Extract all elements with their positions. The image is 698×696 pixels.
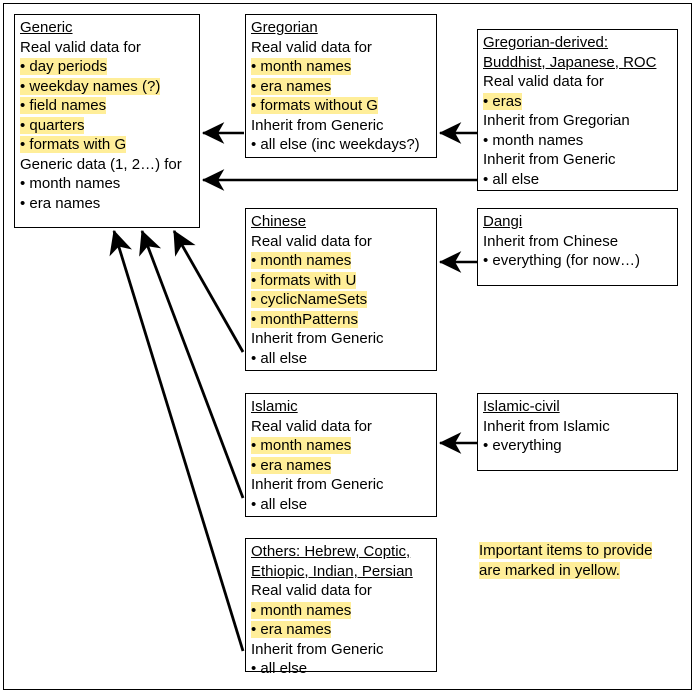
- box-generic-line-5: • formats with G: [20, 136, 127, 153]
- box-islamic-line-2: • era names: [251, 456, 332, 474]
- box-generic-line-4: • quarters: [20, 116, 85, 134]
- box-dangi-line-1: • everything (for now…): [483, 252, 640, 269]
- box-generic-line-3: • field names: [20, 97, 107, 114]
- legend-note-line-2: are marked in yellow.: [479, 561, 620, 579]
- box-others-heading: Others: Hebrew, Coptic,: [251, 543, 411, 560]
- box-gregorian-heading: Gregorian: [251, 19, 318, 36]
- box-others-line-2: • era names: [251, 621, 332, 638]
- box-gregorian-derived-line-0: Real valid data for: [483, 73, 604, 90]
- box-chinese-line-0: Real valid data for: [251, 232, 372, 250]
- box-chinese-heading: Chinese: [251, 213, 307, 230]
- box-gregorian-line-3: • formats without G: [251, 97, 378, 114]
- box-chinese-line-3: • cyclicNameSets: [251, 291, 368, 308]
- box-dangi-heading: Dangi: [483, 213, 523, 230]
- box-gregorian-derived[interactable]: Gregorian-derived: Buddhist, Japanese, R…: [477, 29, 678, 191]
- box-islamic-line-0: Real valid data for: [251, 417, 372, 435]
- box-generic-line-8: • era names: [20, 194, 101, 212]
- box-others-line-3: Inherit from Generic: [251, 640, 384, 658]
- box-islamic-line-4: • all else: [251, 495, 308, 513]
- box-gregorian-derived-line-1: • eras: [483, 92, 522, 110]
- box-chinese[interactable]: Chinese Real valid data for • month name…: [245, 208, 437, 371]
- box-gregorian[interactable]: Gregorian Real valid data for • month na…: [245, 14, 437, 158]
- box-gregorian-line-0: Real valid data for: [251, 38, 372, 56]
- box-islamic-line-1: • month names: [251, 437, 352, 454]
- box-islamic-civil-line-1: • everything: [483, 437, 562, 454]
- box-gregorian-line-2: • era names: [251, 77, 332, 95]
- box-others-line-4: • all else: [251, 660, 308, 677]
- box-islamic-civil-heading: Islamic-civil: [483, 398, 560, 415]
- legend-note-line-1: Important items to provide: [479, 542, 653, 559]
- box-chinese-line-1: • month names: [251, 252, 352, 269]
- box-generic-line-2: • weekday names (?): [20, 77, 161, 95]
- box-gregorian-derived-line-3: • month names: [483, 131, 584, 149]
- diagram-outer-border: [3, 3, 692, 690]
- box-chinese-line-6: • all else: [251, 349, 308, 367]
- box-dangi[interactable]: Dangi Inherit from Chinese • everything …: [477, 208, 678, 286]
- box-gregorian-derived-heading: Gregorian-derived:: [483, 34, 609, 51]
- legend-note: Important items to provide are marked in…: [479, 541, 679, 580]
- box-dangi-line-0: Inherit from Chinese: [483, 232, 619, 250]
- box-gregorian-derived-heading2: Buddhist, Japanese, ROC: [483, 53, 657, 71]
- box-islamic[interactable]: Islamic Real valid data for • month name…: [245, 393, 437, 517]
- box-generic-heading: Generic: [20, 19, 73, 36]
- box-gregorian-derived-line-4: Inherit from Generic: [483, 151, 616, 168]
- box-gregorian-line-4: Inherit from Generic: [251, 116, 384, 134]
- box-chinese-line-5: Inherit from Generic: [251, 330, 384, 347]
- box-islamic-heading: Islamic: [251, 398, 298, 415]
- box-others-line-1: • month names: [251, 601, 352, 619]
- box-generic[interactable]: Generic Real valid data for • day period…: [14, 14, 200, 228]
- box-generic-line-0: Real valid data for: [20, 38, 141, 56]
- box-generic-line-6: Generic data (1, 2…) for: [20, 155, 182, 173]
- box-others-line-0: Real valid data for: [251, 582, 372, 599]
- box-gregorian-derived-line-2: Inherit from Gregorian: [483, 112, 630, 129]
- box-gregorian-line-5: • all else (inc weekdays?): [251, 136, 420, 153]
- box-others[interactable]: Others: Hebrew, Coptic, Ethiopic, Indian…: [245, 538, 437, 677]
- box-chinese-line-2: • formats with U: [251, 271, 357, 289]
- box-chinese-line-4: • monthPatterns: [251, 310, 358, 328]
- box-others-heading2: Ethiopic, Indian, Persian: [251, 562, 413, 580]
- box-islamic-civil[interactable]: Islamic-civil Inherit from Islamic • eve…: [477, 393, 678, 471]
- box-generic-line-1: • day periods: [20, 58, 107, 75]
- box-generic-line-7: • month names: [20, 175, 121, 192]
- box-islamic-line-3: Inherit from Generic: [251, 476, 384, 493]
- box-gregorian-line-1: • month names: [251, 58, 352, 75]
- box-islamic-civil-line-0: Inherit from Islamic: [483, 417, 610, 435]
- box-gregorian-derived-line-5: • all else: [483, 170, 540, 188]
